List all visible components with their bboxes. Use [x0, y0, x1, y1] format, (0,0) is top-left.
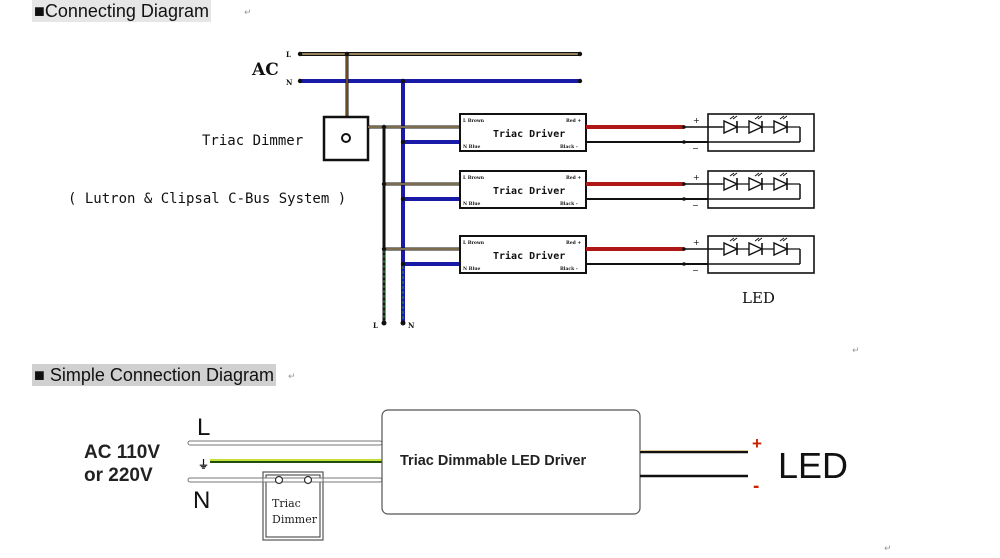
return-mark: ↵: [852, 346, 860, 356]
terminal-label: Red +: [566, 118, 581, 124]
system-label: ( Lutron & Clipsal C-Bus System ): [68, 191, 346, 207]
dimmer-terminal-icon: [303, 475, 313, 485]
driver-title: Triac Driver: [493, 185, 565, 197]
led-plus-label: +: [693, 116, 700, 125]
connecting-diagram-heading: ■Connecting Diagram: [32, 0, 211, 22]
driver-label: Triac Dimmable LED Driver: [400, 453, 587, 469]
plus-sign: +: [752, 434, 762, 453]
dimmer-label-line1: Triac: [272, 497, 301, 510]
minus-sign: -: [753, 476, 759, 497]
simple-connection-heading: ■ Simple Connection Diagram: [32, 364, 276, 386]
led-diode-icon: [723, 172, 739, 192]
led-diode-icon: [773, 172, 789, 192]
driver-row: Triac Driver L Brown N Blue Red + Black - + −: [381, 170, 815, 210]
led-diode-icon: [773, 237, 789, 257]
l-label: L: [197, 414, 210, 441]
simple-led-label: LED: [778, 445, 848, 486]
ac-voltage-line2: or 220V: [84, 465, 153, 486]
led-plus-label: +: [693, 238, 700, 247]
n-label: N: [193, 487, 210, 514]
driver-row: Triac Driver L Brown N Blue Red + Black - + −: [381, 235, 815, 275]
return-mark: ↵: [884, 544, 892, 554]
triac-driver-box: [459, 235, 587, 274]
terminal-label: Red +: [566, 175, 581, 181]
simple-live-wire: [187, 440, 383, 446]
ac-label: AC: [251, 60, 279, 80]
terminal-label: N Blue: [463, 201, 480, 207]
terminal-label: Black -: [560, 201, 578, 207]
simple-earth-wire: [210, 459, 382, 463]
led-diode-icon: [773, 115, 789, 135]
led-diode-icon: [748, 237, 764, 257]
terminal-label: L Brown: [463, 118, 485, 124]
ac-live-bus: [297, 51, 583, 57]
terminal-label: L Brown: [463, 175, 485, 181]
led-diode-icon: [748, 172, 764, 192]
dimmer-knob-icon: [341, 133, 351, 143]
simple-wiring-diagram: AC 110V or 220V L N ⏚ Triac Dimmer: [84, 409, 848, 541]
led-module: [707, 235, 815, 274]
bottom-l-label: L: [373, 321, 378, 330]
triac-driver-box: [459, 113, 587, 152]
led-plus-label: +: [693, 173, 700, 182]
led-module: [707, 113, 815, 152]
bottom-n-label: N: [408, 321, 415, 330]
top-wiring-diagram: AC L N Triac Dimmer ( Lutron & Clipsal C…: [68, 50, 815, 330]
driver-title: Triac Driver: [493, 250, 565, 262]
led-minus-label: −: [692, 266, 699, 275]
return-mark: ↵: [244, 8, 252, 18]
triac-dimmable-led-driver: Triac Dimmable LED Driver: [381, 409, 641, 515]
led-module-box: [707, 170, 815, 209]
terminal-label: L Brown: [463, 240, 485, 246]
led-minus-label: −: [692, 201, 699, 210]
led-diode-icon: [723, 115, 739, 135]
simple-triac-dimmer: Triac Dimmer: [262, 471, 324, 541]
ac-line-label: L: [286, 50, 291, 59]
terminal-label: N Blue: [463, 144, 480, 150]
terminal-label: Red +: [566, 240, 581, 246]
led-label: LED: [742, 289, 775, 307]
dimmer-label: Triac Dimmer: [202, 133, 303, 149]
dimmer-label-line2: Dimmer: [272, 513, 318, 526]
ac-neutral-label: N: [286, 78, 293, 87]
led-diode-icon: [723, 237, 739, 257]
triac-dimmer-box: [322, 115, 370, 162]
triac-driver-box: [459, 170, 587, 209]
led-diode-icon: [748, 115, 764, 135]
dimmer-terminal-icon: [274, 475, 284, 485]
terminal-label: N Blue: [463, 266, 480, 272]
ac-neutral-bus: [297, 78, 583, 84]
driver-title: Triac Driver: [493, 128, 565, 140]
return-mark: ↵: [288, 372, 296, 382]
driver-row: Triac Driver L Brown N Blue Red + Black - + −: [381, 113, 815, 153]
led-minus-label: −: [692, 144, 699, 153]
terminal-label: Black -: [560, 144, 578, 150]
terminal-label: Black -: [560, 266, 578, 272]
ground-icon: ⏚: [198, 458, 209, 471]
led-module: [707, 170, 815, 209]
ac-voltage-line1: AC 110V: [84, 442, 160, 463]
